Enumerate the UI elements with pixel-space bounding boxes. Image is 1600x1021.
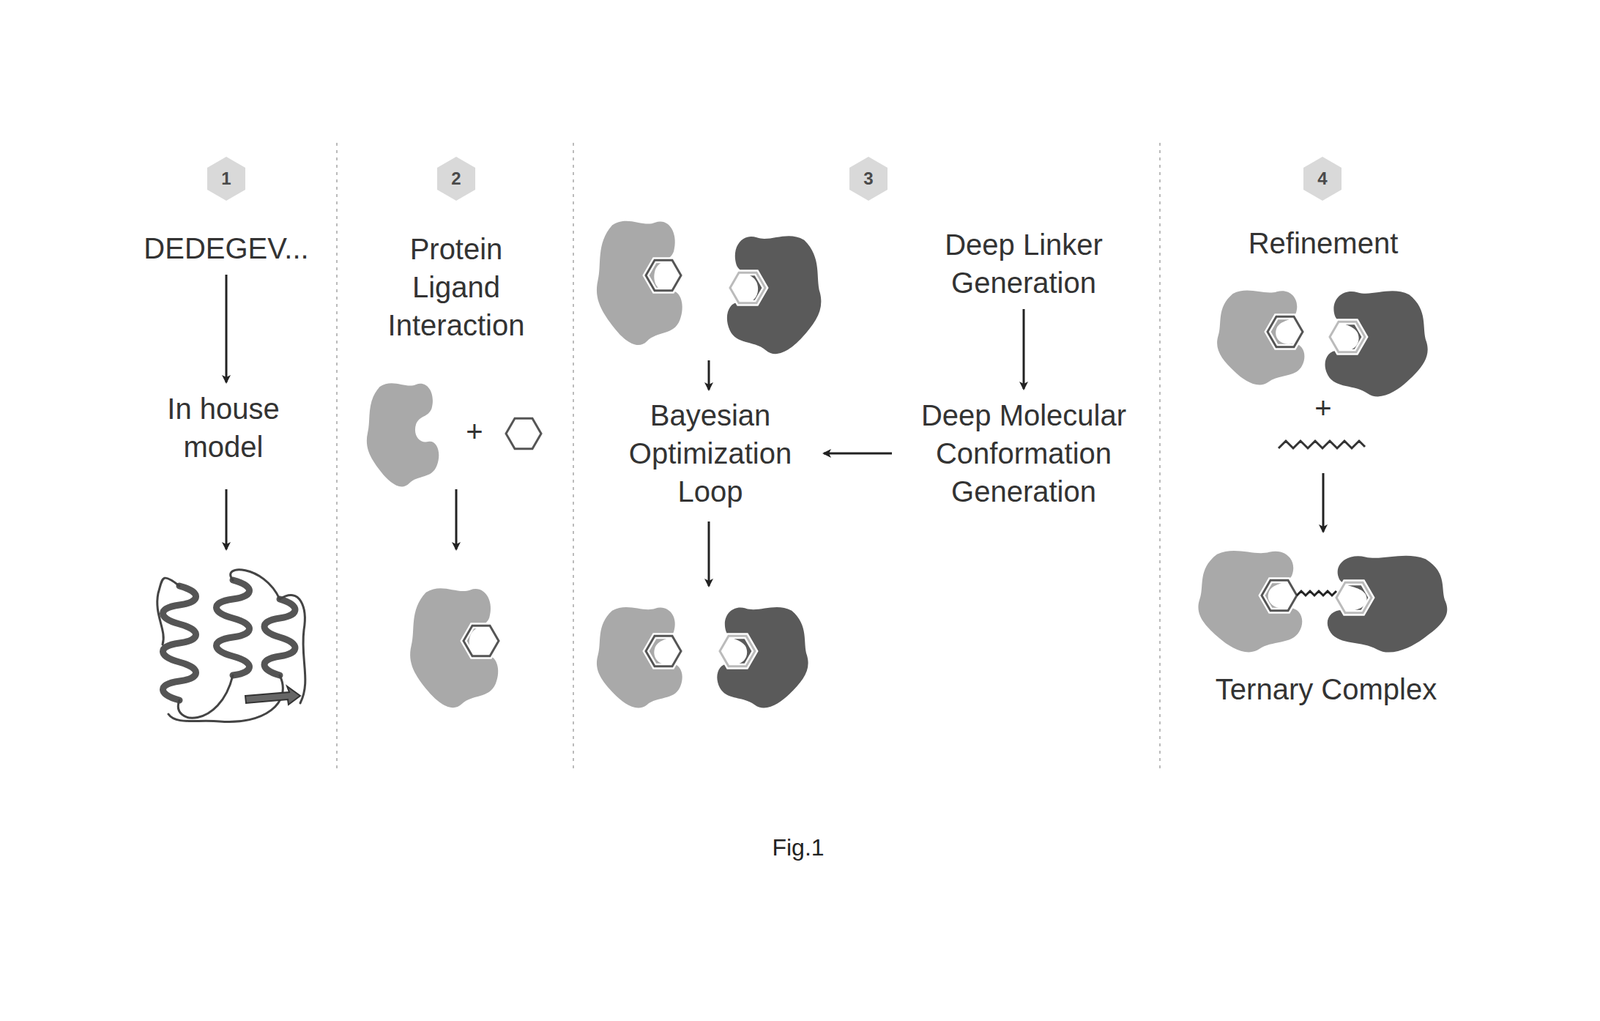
separator-line bbox=[572, 142, 575, 771]
panel-separators bbox=[336, 142, 1160, 771]
protein-blob bbox=[366, 382, 439, 487]
figure-caption: Fig.1 bbox=[771, 835, 824, 859]
step-badge: 3 bbox=[845, 155, 892, 202]
step-text: Ternary Complex bbox=[1215, 670, 1437, 709]
step-text: Deep Molecular Conformation Generation bbox=[899, 396, 1149, 511]
step-number: 1 bbox=[203, 155, 249, 202]
flow-arrow bbox=[225, 274, 228, 383]
step-label: Protein Ligand Interaction bbox=[375, 229, 537, 345]
protein-ribbon bbox=[157, 569, 306, 723]
protein-blob-dark bbox=[716, 607, 808, 708]
flow-arrow bbox=[1022, 309, 1026, 389]
step-label: Ternary Complex bbox=[1215, 670, 1437, 709]
protein-blob bbox=[1217, 290, 1305, 386]
flow-arrow bbox=[708, 521, 711, 586]
protein-blob bbox=[410, 588, 498, 708]
flow-arrow bbox=[225, 489, 228, 550]
step-number: 4 bbox=[1299, 155, 1346, 202]
ligand-hexagon bbox=[463, 625, 499, 657]
step-label: Bayesian Optimization Loop bbox=[604, 396, 817, 511]
flow-arrow bbox=[823, 452, 892, 455]
step-text: Refinement bbox=[1248, 224, 1399, 263]
protein-blob-dark bbox=[1324, 290, 1428, 397]
ligand-hexagon bbox=[1267, 316, 1303, 348]
step-text: DEDEGEV... bbox=[143, 229, 309, 268]
step-badge: 2 bbox=[433, 155, 479, 202]
ligand-hexagon bbox=[645, 635, 682, 667]
ligand-hexagon bbox=[1336, 582, 1372, 613]
step-text: In house model bbox=[150, 389, 297, 466]
step-label: In house model bbox=[150, 389, 297, 466]
ligand-hexagon bbox=[1261, 579, 1297, 611]
separator-line bbox=[1159, 142, 1161, 771]
flow-arrow bbox=[1322, 473, 1325, 532]
ligand-hexagon bbox=[719, 635, 755, 667]
step-number: 3 bbox=[845, 155, 892, 202]
ligand-hexagon bbox=[645, 259, 682, 291]
separator-line bbox=[336, 142, 338, 771]
protein-blob-dark bbox=[727, 235, 821, 354]
ligand-hexagon bbox=[730, 272, 766, 304]
step-label: Refinement bbox=[1248, 224, 1399, 263]
flow-arrow bbox=[708, 360, 711, 390]
step-text: Protein Ligand Interaction bbox=[375, 229, 537, 345]
step-badge: 1 bbox=[203, 155, 249, 202]
protein-blob-dark bbox=[1327, 555, 1448, 653]
linker-zigzag bbox=[1278, 440, 1365, 449]
protein-blob bbox=[596, 607, 683, 708]
step-text: Deep Linker Generation bbox=[924, 225, 1123, 302]
step-text: Bayesian Optimization Loop bbox=[604, 396, 817, 511]
step-label: Deep Linker Generation bbox=[924, 225, 1123, 302]
ligand-hexagon bbox=[1329, 321, 1365, 353]
step-label: Deep Molecular Conformation Generation bbox=[899, 396, 1149, 511]
step-number: 2 bbox=[433, 155, 479, 202]
linker-zigzag bbox=[1296, 590, 1337, 596]
protein-blob bbox=[596, 221, 683, 345]
step-label: DEDEGEV... bbox=[143, 229, 309, 268]
plus-sign: + bbox=[465, 416, 483, 446]
step-badge: 4 bbox=[1299, 155, 1346, 202]
flow-arrow bbox=[455, 489, 458, 550]
ligand-hexagon bbox=[505, 418, 542, 449]
plus-sign: + bbox=[1314, 393, 1332, 423]
protein-blob bbox=[1197, 550, 1302, 652]
